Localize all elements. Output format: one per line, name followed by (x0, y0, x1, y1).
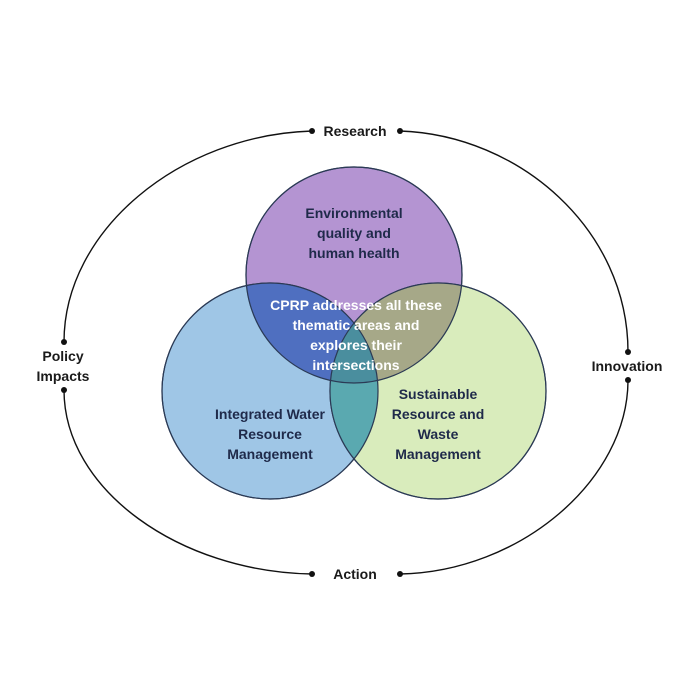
right-circle-line-1: Sustainable (399, 386, 478, 402)
arc-innovation-to-action (399, 379, 629, 575)
left-circle-line-1: Integrated Water (215, 406, 325, 422)
arc-action-to-policy (63, 389, 313, 575)
cycle-label-innovation: Innovation (592, 358, 663, 374)
center-text-line-3: explores their (310, 337, 402, 353)
cycle-label-action: Action (333, 566, 377, 582)
right-circle-line-3: Waste (418, 426, 459, 442)
dot (397, 571, 403, 577)
left-circle-line-3: Management (227, 446, 313, 462)
dot (397, 128, 403, 134)
center-text-line-4: intersections (312, 357, 399, 373)
intersection-top-right (330, 283, 462, 383)
dot (309, 128, 315, 134)
arc-research-to-innovation (399, 130, 629, 353)
right-circle-line-4: Management (395, 446, 481, 462)
dot (309, 571, 315, 577)
cycle-dots (61, 128, 631, 577)
right-circle-line-2: Resource and (392, 406, 485, 422)
center-text-line-2: thematic areas and (293, 317, 420, 333)
left-circle-line-2: Resource (238, 426, 302, 442)
center-text-line-1: CPRP addresses all these (270, 297, 442, 313)
cycle-label-research: Research (323, 123, 386, 139)
dot (625, 349, 631, 355)
dot (61, 387, 67, 393)
cycle-label-impacts: Impacts (37, 368, 90, 384)
circle-outlines (161, 166, 547, 500)
intersection-top-left (246, 283, 378, 383)
top-circle-line-2: quality and (317, 225, 391, 241)
arc-policy-to-research (63, 130, 313, 343)
cycle-arrows (63, 130, 629, 575)
dot (625, 377, 631, 383)
top-circle-line-3: human health (308, 245, 399, 261)
dot (61, 339, 67, 345)
top-circle-line-1: Environmental (305, 205, 402, 221)
cycle-label-policy: Policy (42, 348, 83, 364)
